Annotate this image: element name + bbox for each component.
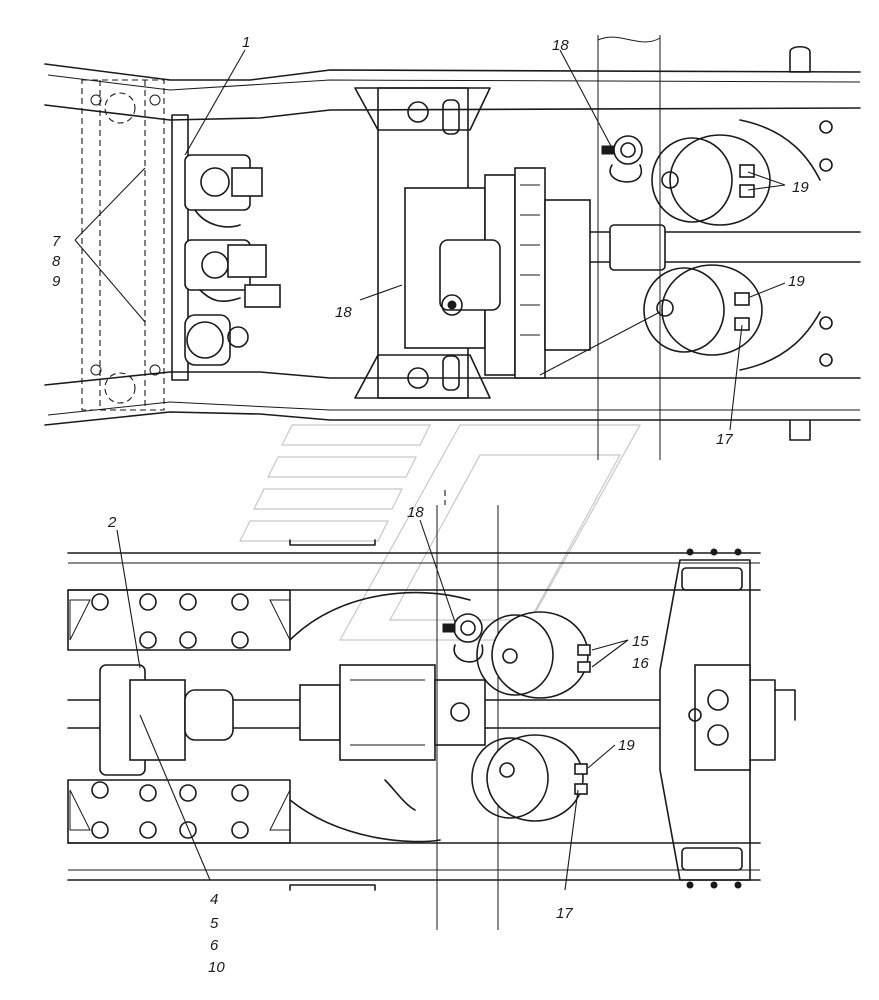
callout-15: 15 xyxy=(632,633,649,650)
brake-chamber-lower-bottom xyxy=(471,734,588,822)
callout-6: 6 xyxy=(210,937,219,954)
brake-chamber-upper-top xyxy=(651,134,771,226)
axle-housing-bottom xyxy=(436,490,499,930)
bracket-upper-bottom xyxy=(289,539,376,546)
callout-18-top-b: 18 xyxy=(335,304,352,321)
axle-housing-top xyxy=(597,35,661,460)
callout-labels: 1 18 19 7 8 9 18 19 17 2 18 15 16 19 17 … xyxy=(52,34,809,976)
transfer-case xyxy=(404,167,591,379)
callout-9: 9 xyxy=(52,273,61,290)
callout-10: 10 xyxy=(208,959,225,976)
callout-8: 8 xyxy=(52,253,61,270)
callout-2: 2 xyxy=(107,514,117,531)
watermark-logo xyxy=(239,424,642,641)
callout-18-top-a: 18 xyxy=(552,37,569,54)
callout-1: 1 xyxy=(242,34,250,51)
brake-chamber-lower-top xyxy=(643,264,763,356)
callout-16: 16 xyxy=(632,655,649,672)
frame-rail-lower xyxy=(44,371,861,426)
callout-4: 4 xyxy=(210,891,218,908)
frame-rail-upper-bottom xyxy=(67,552,761,591)
cross-member-left xyxy=(81,79,165,411)
callout-5: 5 xyxy=(210,915,219,932)
bottom-view xyxy=(67,490,796,930)
drive-shaft-top xyxy=(589,224,861,271)
pressure-valve-top xyxy=(601,135,643,183)
callout-19-bottom: 19 xyxy=(618,737,635,754)
top-view xyxy=(44,35,861,460)
bracket-lower-bottom xyxy=(289,884,376,891)
callout-17-bottom: 17 xyxy=(556,905,573,922)
callout-leaders-bottom xyxy=(116,519,629,891)
callout-leaders-top xyxy=(74,49,786,431)
brake-valve-assembly xyxy=(171,114,281,381)
right-frame-fittings-top xyxy=(739,45,833,441)
callout-7: 7 xyxy=(52,233,61,250)
cross-member-left-bottom xyxy=(67,589,291,844)
callout-19-top-a: 19 xyxy=(792,179,809,196)
frame-rail-upper xyxy=(44,63,861,121)
drive-shaft-bottom xyxy=(67,664,661,811)
cross-member-centre xyxy=(354,87,491,399)
callout-19-top-b: 19 xyxy=(788,273,805,290)
pressure-valve-bottom xyxy=(442,613,484,663)
callout-18-bottom: 18 xyxy=(407,504,424,521)
frame-rail-lower-bottom xyxy=(67,842,761,881)
brake-chamber-upper-bottom xyxy=(476,611,591,699)
callout-17-top: 17 xyxy=(716,431,733,448)
rear-cross-member-plate xyxy=(289,548,796,889)
